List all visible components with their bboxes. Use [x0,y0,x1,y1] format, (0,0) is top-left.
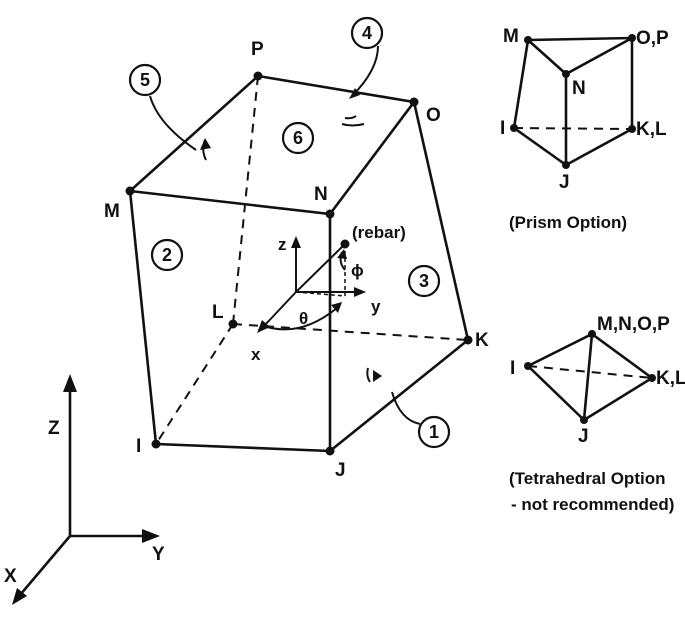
edge-M-I [128,190,158,445]
theta-label: θ [299,309,308,328]
face-4: 4 [349,16,384,99]
face-2: 2 [150,238,184,272]
edge-O-K [412,101,470,341]
tetra-I-label: I [510,358,515,379]
node-I-label: I [136,436,141,457]
edge-J-K [329,338,469,453]
local-axes: z y x (rebar) θ ϕ [251,223,406,364]
tetra-caption-line1: (Tetrahedral Option [509,469,665,488]
prism-OP-label: O,P [636,28,669,49]
svg-text:3: 3 [419,271,429,291]
prism-M-label: M [503,26,519,47]
face-1: 1 [366,367,451,449]
theta-arc [263,307,338,331]
edge-L-I [155,323,234,445]
rebar-label: (rebar) [352,223,406,242]
node-K-label: K [475,330,489,351]
face-6: 6 [281,115,365,155]
node-N-label: N [314,184,328,205]
svg-text:4: 4 [362,23,372,43]
node-J-dot [325,446,335,456]
svg-text:6: 6 [293,128,303,148]
node-L-label: L [212,302,224,323]
node-I-dot [151,439,161,449]
node-O-label: O [426,105,441,126]
svg-text:2: 2 [162,245,172,265]
node-J-label: J [335,460,346,481]
node-O-dot [409,97,419,107]
svg-text:5: 5 [140,70,150,90]
edge-L-K [232,323,469,341]
global-axes: Z Y X [4,374,165,605]
prism-N-label: N [572,78,586,99]
main-element: P O M N L K I J z y x (rebar) [104,16,489,481]
prism-J-label: J [559,172,570,193]
local-x-label: x [251,345,261,364]
tetra-KL-label: K,L [656,368,685,389]
node-P-label: P [251,39,264,60]
global-X-label: X [4,566,17,587]
edge-I-J [155,442,331,453]
phi-label: ϕ [351,261,364,280]
rebar-line [295,243,346,293]
local-z-label: z [278,235,287,254]
face-3: 3 [407,264,441,298]
local-y-label: y [371,297,381,316]
node-N-dot [325,209,335,219]
prism-caption: (Prism Option) [509,213,627,232]
global-Y-label: Y [152,544,165,565]
svg-text:1: 1 [429,422,439,442]
prism-I-label: I [500,118,505,139]
node-M-dot [125,186,135,196]
tetra-caption-line2: - not recommended) [511,495,674,514]
face-5: 5 [128,63,211,161]
node-L-dot [228,319,238,329]
tetra-MNOP-label: M,N,O,P [597,314,670,335]
prism-KL-label: K,L [636,119,667,140]
node-P-dot [253,71,263,81]
top-face-edges [129,74,417,216]
edge-P-L [232,75,259,325]
tetra-option: M,N,O,P I K,L J (Tetrahedral Option - no… [509,314,685,514]
node-M-label: M [104,201,120,222]
prism-option: M O,P N I K,L J (Prism Option) [500,26,669,232]
global-Z-label: Z [48,418,60,439]
node-K-dot [463,335,473,345]
local-x-arrow [257,320,270,333]
tetra-J-label: J [578,426,589,447]
